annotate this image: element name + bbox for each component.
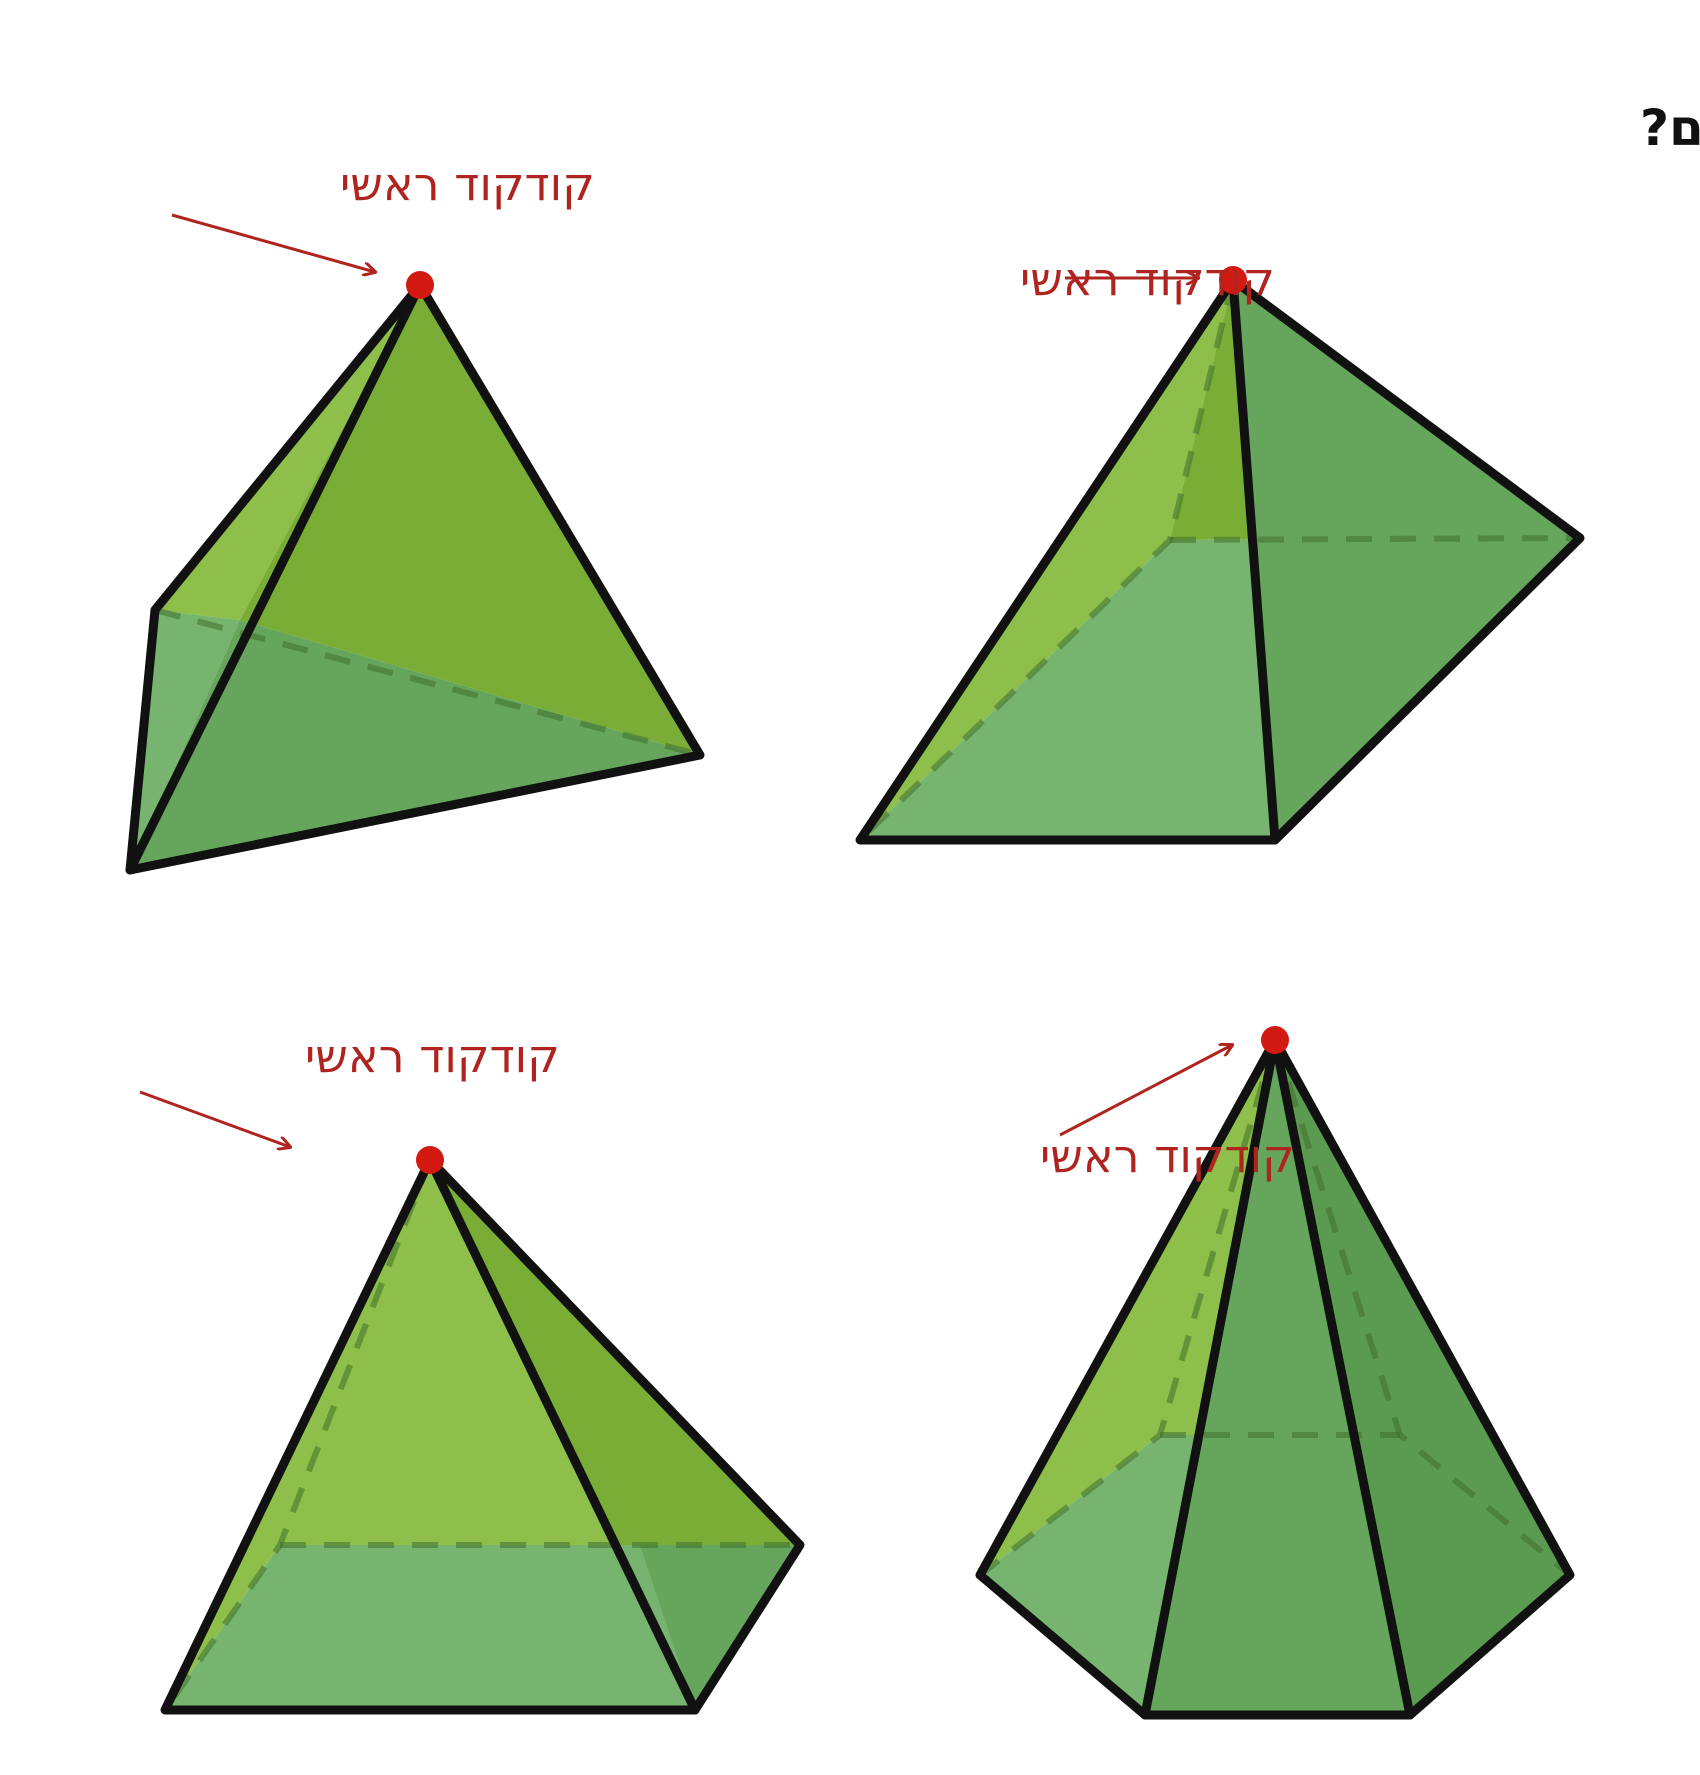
apex-dot [1219,266,1247,294]
apex-dot [416,1146,444,1174]
apex-dot [1261,1026,1289,1054]
square-pyramid-side: קודקוד ראשי [855,252,1585,845]
arrow [1059,1045,1232,1137]
apex-label: קודקוד ראשי [340,157,595,211]
hexagonal-pyramid: קודקוד ראשי [975,1026,1575,1720]
apex-label: קודקוד ראשי [1040,1129,1295,1183]
page-title: מה משותף לכל הגופים הבאים? [1640,99,1700,157]
square-pyramid-front: קודקוד ראשי [139,1029,805,1715]
apex-label: קודקוד ראשי [305,1029,560,1083]
arrow [139,1090,290,1147]
triangular-pyramid: קודקוד ראשי [125,157,705,875]
apex-label: קודקוד ראשי [1020,252,1275,306]
arrow [171,213,375,272]
apex-dot [406,271,434,299]
